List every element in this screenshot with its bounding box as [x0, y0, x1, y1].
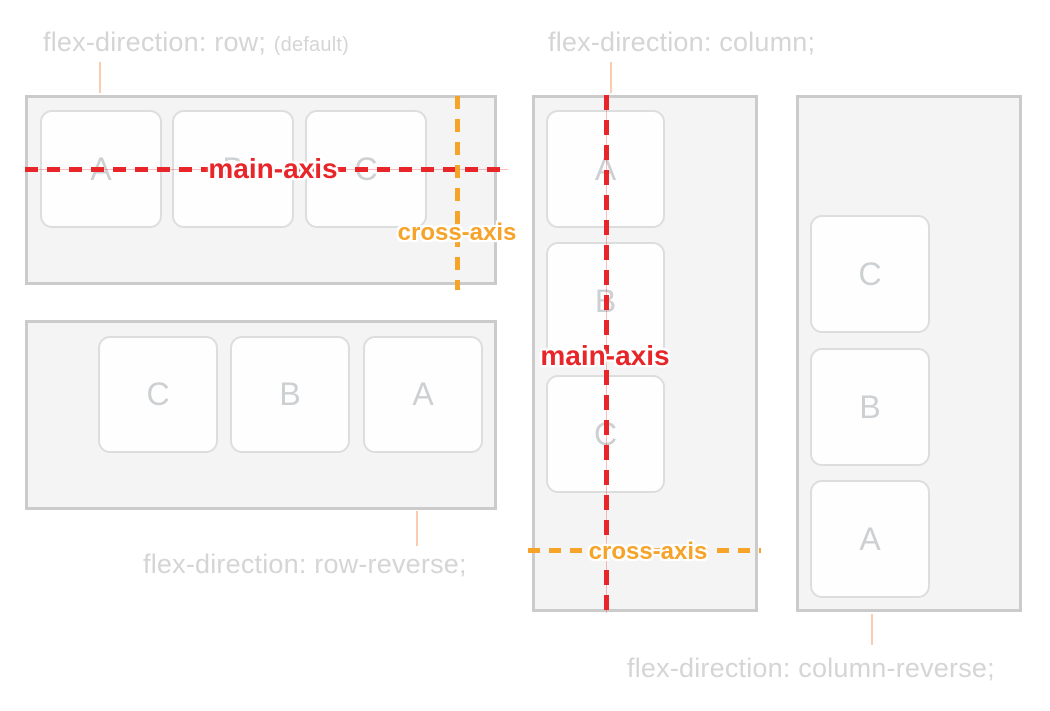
- connector-line-column: [610, 62, 612, 93]
- flex-item-letter: B: [859, 388, 881, 425]
- connector-line-column-reverse: [871, 614, 873, 645]
- section-label-column: flex-direction: column;: [548, 27, 815, 58]
- flex-item-row-reverse-3: A: [363, 336, 483, 453]
- cross-axis-line-row: [455, 96, 460, 290]
- cross-axis-line-column: [528, 548, 761, 553]
- section-label-row-suffix: (default): [273, 34, 349, 56]
- connector-line-row: [99, 62, 101, 93]
- flex-item-letter: C: [858, 255, 882, 292]
- cross-axis-label-row: cross-axis: [397, 219, 517, 246]
- section-label-column-reverse: flex-direction: column-reverse;: [627, 653, 995, 684]
- flex-item-row-reverse-2: B: [230, 336, 350, 453]
- main-axis-line-column: [604, 95, 609, 613]
- main-axis-label-row: main-axis: [208, 153, 338, 184]
- flex-item-letter: A: [859, 520, 881, 557]
- section-label-row-text: flex-direction: row;: [43, 27, 267, 57]
- connector-line-row-reverse: [416, 511, 418, 546]
- section-label-row: flex-direction: row; (default): [43, 27, 349, 58]
- section-label-row-reverse-text: flex-direction: row-reverse;: [143, 549, 467, 579]
- main-axis-label-column: main-axis: [540, 340, 670, 371]
- flex-item-letter: B: [279, 376, 301, 412]
- flex-item-column-reverse-3: A: [810, 480, 930, 598]
- main-axis-line-row: [25, 167, 508, 172]
- flex-item-column-reverse-1: C: [810, 215, 930, 333]
- section-label-row-reverse: flex-direction: row-reverse;: [143, 549, 467, 580]
- flex-item-row-reverse-1: C: [98, 336, 218, 453]
- flex-item-column-reverse-2: B: [810, 348, 930, 466]
- section-label-column-text: flex-direction: column;: [548, 27, 816, 57]
- cross-axis-label-column: cross-axis: [588, 538, 708, 565]
- flex-item-letter: C: [146, 376, 170, 412]
- flex-item-letter: A: [412, 376, 434, 412]
- section-label-column-reverse-text: flex-direction: column-reverse;: [627, 653, 995, 683]
